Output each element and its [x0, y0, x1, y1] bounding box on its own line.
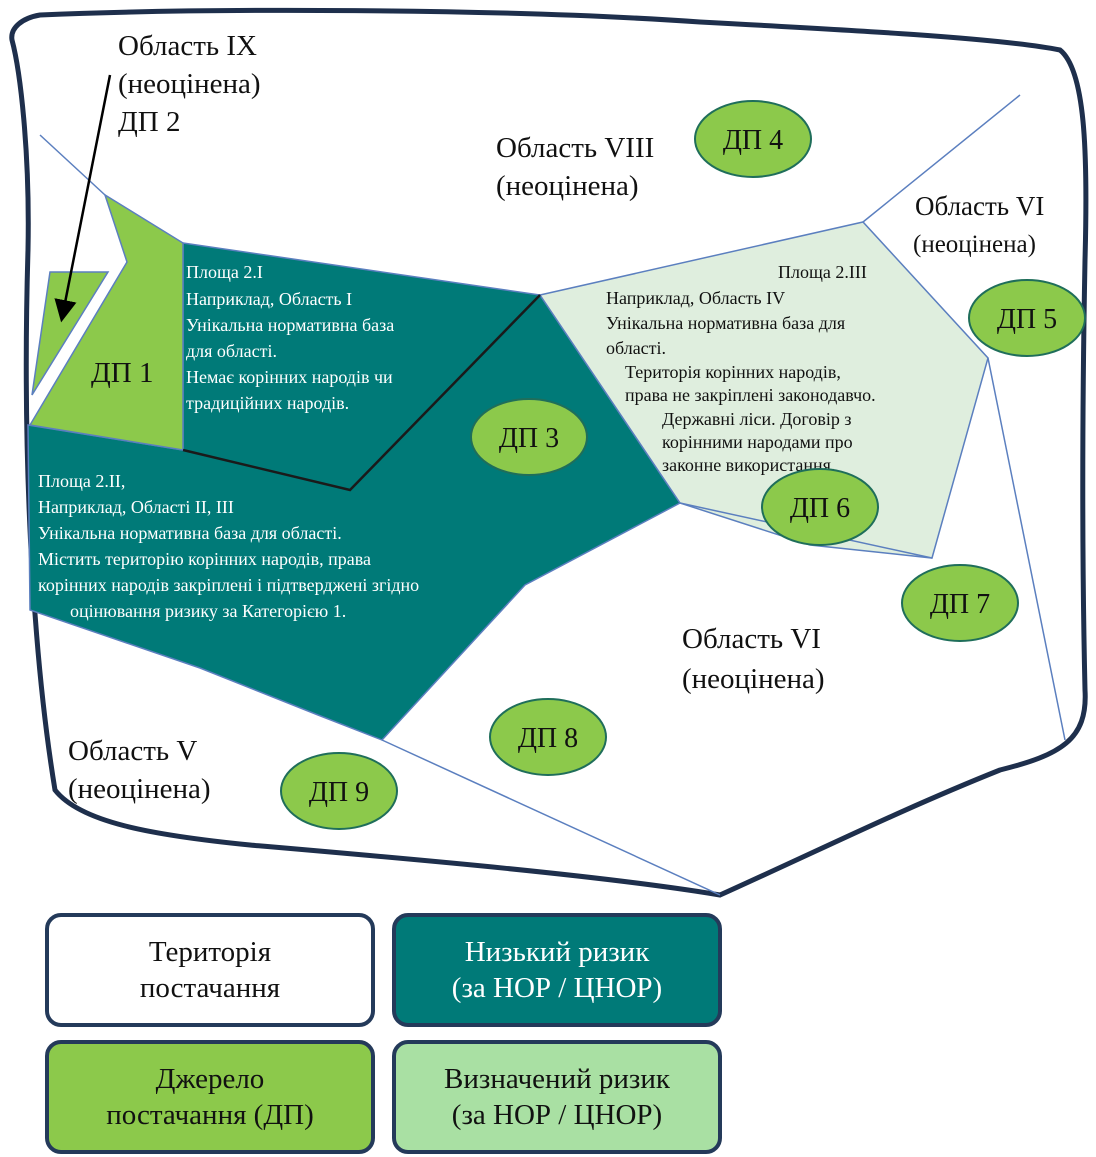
- region-vi-top-label: Область VI (неоцінена): [913, 191, 1051, 258]
- source-8-badge: ДП 8: [489, 698, 607, 776]
- legend-specified-risk-label: Визначений ризик (за НОР / ЦНОР): [444, 1063, 670, 1131]
- boundary-line-top-right: [862, 94, 1021, 223]
- legend-source: Джерело постачання (ДП): [45, 1040, 375, 1154]
- source-1-label: ДП 1: [91, 357, 153, 389]
- region-vi-mid-label: Область VI (неоцінена): [682, 623, 828, 695]
- legend-supply-territory-label: Територія постачання: [139, 936, 281, 1004]
- legend-source-label: Джерело постачання (ДП): [106, 1063, 314, 1131]
- area-2-1-description: Площа 2.I Наприклад, Область I Унікальна…: [186, 262, 399, 413]
- source-9-badge: ДП 9: [280, 752, 398, 830]
- supply-area-map: Область IX (неоцінена) ДП 2 Область VIII…: [9, 7, 1089, 898]
- boundary-line-right: [987, 357, 1066, 741]
- area-2-2-description: Площа 2.II, Наприклад, Області II, III У…: [38, 471, 424, 621]
- source-3-badge: ДП 3: [470, 398, 588, 476]
- region-viii-label: Область VIII (неоцінена): [496, 132, 662, 202]
- svg-text:ДП 4: ДП 4: [723, 125, 783, 156]
- svg-text:ДП 3: ДП 3: [499, 423, 559, 454]
- boundary-line-bottom: [381, 739, 721, 896]
- legend-low-risk-label: Низький ризик (за НОР / ЦНОР): [451, 936, 663, 1004]
- region-v-label: Область V (неоцінена): [68, 735, 211, 805]
- svg-text:ДП 5: ДП 5: [997, 304, 1057, 335]
- svg-text:ДП 8: ДП 8: [518, 723, 578, 754]
- legend-supply-territory: Територія постачання: [45, 913, 375, 1027]
- source-7-badge: ДП 7: [901, 564, 1019, 642]
- boundary-line-top-left: [39, 134, 106, 196]
- source-4-badge: ДП 4: [694, 100, 812, 178]
- legend-low-risk: Низький ризик (за НОР / ЦНОР): [392, 913, 722, 1027]
- svg-text:ДП 9: ДП 9: [309, 777, 369, 808]
- area-2-3-description: Площа 2.III Наприклад, Область IV Унікал…: [606, 262, 880, 475]
- area-2-1-2-2-divider: [182, 294, 541, 492]
- svg-text:ДП 6: ДП 6: [790, 493, 850, 524]
- legend-specified-risk: Визначений ризик (за НОР / ЦНОР): [392, 1040, 722, 1154]
- source-2-pointer-arrow: [54, 74, 112, 323]
- region-ix-label: Область IX (неоцінена) ДП 2: [118, 30, 268, 138]
- source-5-badge: ДП 5: [968, 279, 1086, 357]
- svg-text:ДП 7: ДП 7: [930, 589, 990, 620]
- source-6-badge: ДП 6: [761, 468, 879, 546]
- source-1-area: [28, 193, 184, 451]
- source-2-area: [31, 271, 110, 396]
